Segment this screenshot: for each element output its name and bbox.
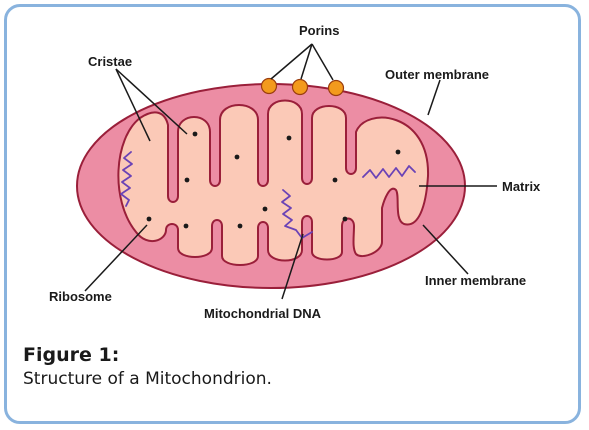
ribosome-dot	[238, 224, 243, 229]
ribosome-dot	[184, 224, 189, 229]
ribosome-dot	[235, 155, 240, 160]
porin	[329, 81, 344, 96]
inner-membrane-leader	[423, 225, 468, 274]
figure-description: Structure of a Mitochondrion.	[23, 367, 272, 391]
ribosome-label: Ribosome	[49, 289, 112, 304]
porin	[293, 80, 308, 95]
cristae-label: Cristae	[88, 54, 132, 69]
ribosome-dot	[287, 136, 292, 141]
ribosome-dot	[147, 217, 152, 222]
ribosome-dot	[343, 217, 348, 222]
porins-leader	[312, 44, 333, 80]
ribosome-dot	[333, 178, 338, 183]
outer-membrane-leader	[428, 80, 440, 115]
porin	[262, 79, 277, 94]
ribosome-dot	[263, 207, 268, 212]
inner-membrane-label: Inner membrane	[425, 273, 526, 288]
mitochondrial-dna-label: Mitochondrial DNA	[204, 306, 322, 321]
figure-title: Figure 1:	[23, 343, 272, 367]
outer-membrane-label: Outer membrane	[385, 67, 489, 82]
matrix-label: Matrix	[502, 179, 541, 194]
ribosome-dot	[185, 178, 190, 183]
figure-caption: Figure 1: Structure of a Mitochondrion.	[23, 343, 272, 391]
porins-label: Porins	[299, 23, 339, 38]
ribosome-dot	[193, 132, 198, 137]
ribosome-dot	[396, 150, 401, 155]
